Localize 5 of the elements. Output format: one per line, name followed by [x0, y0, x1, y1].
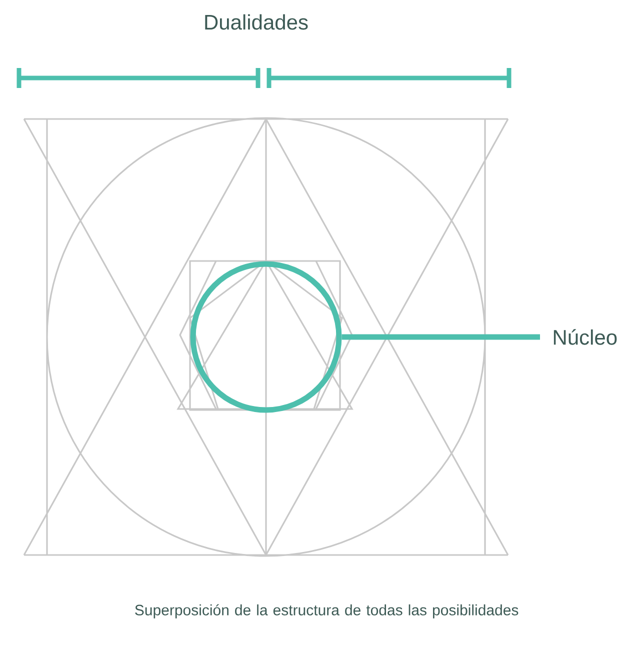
title: Dualidades: [205, 14, 308, 30]
leader-line: [342, 334, 540, 340]
callout-label: Núcleo: [554, 329, 617, 345]
caption: Superposición de la estructura de todas las posibilidades: [135, 604, 518, 618]
highlight-circle: [190, 261, 342, 413]
